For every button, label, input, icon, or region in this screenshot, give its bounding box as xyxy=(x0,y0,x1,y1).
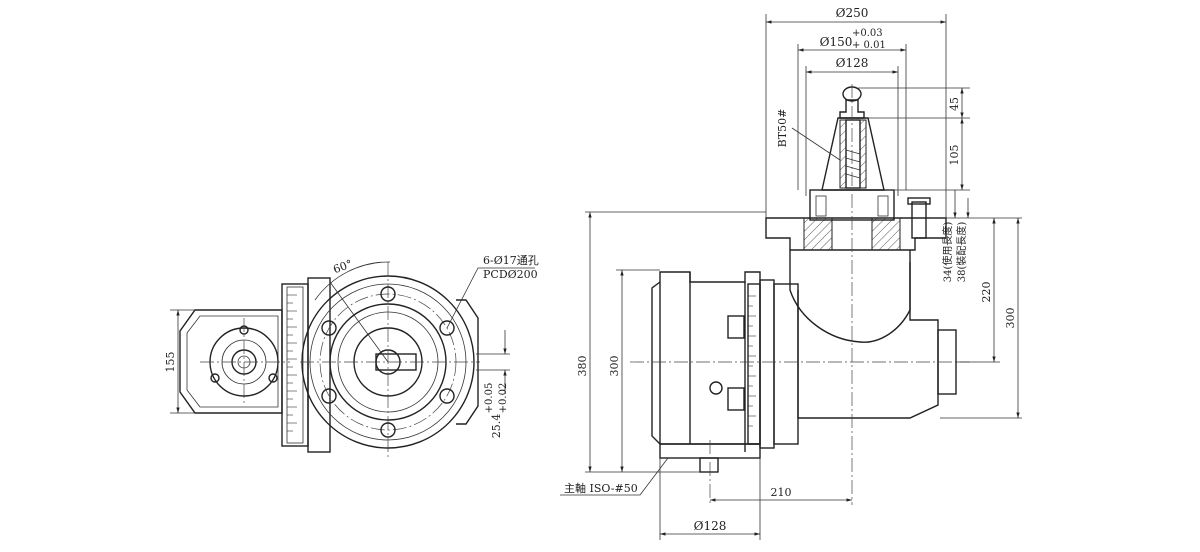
dim-220: 220 xyxy=(980,282,993,303)
dim-key-upper: +0.05 xyxy=(484,383,495,414)
dim-d128-top: Ø128 xyxy=(836,56,869,70)
label-use-length: 34(使用長度) xyxy=(941,222,954,283)
dim-d150: Ø150 xyxy=(820,35,853,49)
label-bt50: BT50# xyxy=(776,109,789,148)
dim-300-left: 300 xyxy=(608,356,621,377)
label-fit-length: 38(裝配長度) xyxy=(955,222,968,283)
label-holes: 6-Ø17通孔 xyxy=(483,254,539,267)
dim-210: 210 xyxy=(771,486,792,499)
dim-key-base: 25.4 xyxy=(490,414,503,439)
dim-d150-lower: + 0.01 xyxy=(852,40,886,51)
dim-155: 155 xyxy=(164,352,177,373)
dim-300-right: 300 xyxy=(1004,308,1017,329)
right-side-view xyxy=(560,14,1022,540)
dim-d250: Ø250 xyxy=(836,6,869,20)
left-end-view xyxy=(170,261,535,460)
dim-380: 380 xyxy=(576,356,589,377)
dim-d128-bottom: Ø128 xyxy=(694,519,727,533)
dim-105: 105 xyxy=(948,145,961,166)
dim-60-deg: 60° xyxy=(331,257,354,276)
dim-key-lower: +0.02 xyxy=(498,383,509,414)
dimension-labels: Ø250 Ø150 +0.03 + 0.01 Ø128 BT50# 45 105… xyxy=(164,6,1017,533)
label-spindle: 主軸 ISO-#50 xyxy=(564,481,638,495)
dim-d150-upper: +0.03 xyxy=(852,28,883,39)
dim-45: 45 xyxy=(948,97,961,111)
label-pcd: PCDØ200 xyxy=(483,268,538,281)
